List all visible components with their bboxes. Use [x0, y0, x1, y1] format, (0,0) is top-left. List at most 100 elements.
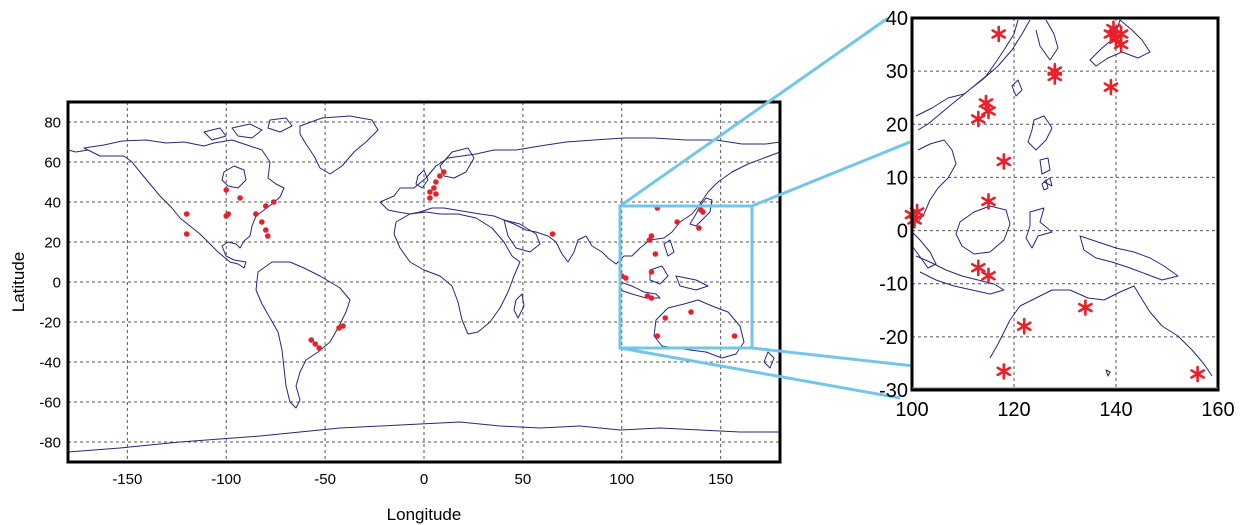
- site-marker-dot: [431, 185, 437, 191]
- site-marker-dot: [270, 199, 277, 205]
- site-marker-star: [978, 94, 994, 112]
- site-marker-star: [1113, 25, 1129, 43]
- y-tick-label: 20: [886, 114, 908, 136]
- site-marker-dot: [308, 337, 315, 343]
- inset-coast-australia-west: [989, 319, 1011, 359]
- site-marker-dot: [183, 211, 190, 217]
- inset-coast-malay: [911, 231, 937, 269]
- x-tick-label: 100: [895, 399, 928, 421]
- coast-indonesia: [619, 239, 709, 299]
- site-marker-dot: [427, 189, 433, 195]
- coast-madagascar: [513, 293, 525, 319]
- site-marker-dot: [262, 203, 269, 209]
- x-tick-label: -50: [314, 471, 336, 488]
- coast-japan: [689, 197, 713, 227]
- site-marker-star: [1016, 317, 1032, 335]
- y-tick-label: 0: [53, 274, 61, 291]
- site-marker-star: [996, 153, 1012, 170]
- site-marker-star: [1190, 365, 1205, 383]
- world-map-frame: [66, 100, 782, 464]
- inset-coast-japan: [1089, 19, 1151, 67]
- site-marker-dot: [648, 269, 655, 275]
- inset-coast-small-island: [1041, 179, 1049, 191]
- x-tick-label: -100: [211, 471, 241, 488]
- x-tick-label: 150: [708, 471, 733, 488]
- y-axis-label: Latitude: [9, 252, 28, 313]
- site-marker-dot: [652, 251, 659, 257]
- site-marker-dot: [622, 275, 629, 281]
- inset-coast-mainland: [915, 19, 1031, 131]
- y-tick-label: 40: [886, 8, 908, 30]
- site-marker-dot: [340, 323, 346, 329]
- y-tick-label: 10: [886, 167, 908, 189]
- coast-antarctica: [67, 421, 780, 453]
- site-marker-star: [981, 267, 996, 285]
- inset-coast-sumatra-java: [915, 255, 1005, 295]
- world-map-grid: [68, 102, 780, 462]
- inset-coast-philippines: [1027, 115, 1053, 187]
- coast-south-america: [255, 261, 351, 409]
- y-tick-label: 20: [44, 234, 61, 251]
- x-tick-label: 100: [609, 471, 634, 488]
- site-marker-dot: [674, 219, 680, 225]
- site-marker-dot: [654, 333, 661, 339]
- site-marker-dot: [696, 225, 702, 231]
- site-marker-dot: [433, 191, 439, 197]
- y-tick-label: 60: [44, 154, 61, 171]
- y-tick-label: -20: [879, 327, 908, 349]
- site-marker-star: [996, 363, 1012, 380]
- coast-north-america: [83, 139, 285, 269]
- y-tick-label: 40: [44, 194, 61, 211]
- site-marker-dot: [259, 219, 265, 225]
- site-marker-dot: [662, 315, 669, 321]
- y-tick-label: -60: [39, 394, 61, 411]
- inset-coast-taiwan: [1011, 79, 1023, 97]
- coast-alaska-edge: [67, 149, 89, 153]
- inset-coast-borneo: [955, 205, 1011, 255]
- x-tick-label: 140: [1099, 399, 1132, 421]
- coast-arctic-islands: [203, 117, 293, 141]
- site-marker-dot: [253, 211, 259, 217]
- inset-coast-new-guinea: [1079, 235, 1179, 281]
- site-marker-dot: [223, 187, 230, 193]
- site-marker-star: [991, 25, 1007, 43]
- coast-scandinavia: [439, 147, 475, 179]
- zoom-connectors: [618, 16, 915, 400]
- site-marker-star: [1078, 299, 1093, 316]
- inset-map-points: [904, 20, 1205, 383]
- site-marker-dot: [183, 231, 190, 237]
- site-marker-star: [1047, 68, 1063, 85]
- coast-new-zealand: [763, 351, 775, 369]
- site-marker-dot: [731, 333, 738, 339]
- zoom-connector-1: [619, 16, 889, 208]
- y-tick-label: 30: [886, 61, 908, 83]
- inset-coast-reef: [1105, 369, 1111, 377]
- y-tick-label: -20: [39, 314, 61, 331]
- site-marker-dot: [316, 345, 322, 351]
- y-tick-label: -30: [879, 380, 908, 402]
- site-marker-star: [981, 102, 996, 120]
- inset-coast-indochina: [917, 139, 957, 223]
- x-tick-label: -150: [112, 471, 142, 488]
- y-tick-label: -40: [39, 354, 61, 371]
- site-marker-dot: [646, 237, 653, 243]
- site-marker-dot: [688, 309, 694, 315]
- site-marker-star: [981, 193, 996, 210]
- site-marker-dot: [433, 179, 439, 185]
- site-marker-dot: [264, 233, 271, 239]
- x-tick-label: 120: [997, 399, 1030, 421]
- inset-coast-korea: [1035, 19, 1059, 61]
- coast-arabia: [503, 219, 541, 253]
- coast-british-isles: [415, 169, 429, 189]
- site-marker-dot: [223, 213, 230, 219]
- site-marker-dot: [549, 231, 556, 237]
- x-tick-label: 50: [515, 471, 532, 488]
- zoom-region-box: [618, 204, 754, 350]
- inset-map-frame: [910, 16, 1220, 392]
- coast-africa: [393, 211, 521, 335]
- inset-coast-australia: [1009, 285, 1213, 377]
